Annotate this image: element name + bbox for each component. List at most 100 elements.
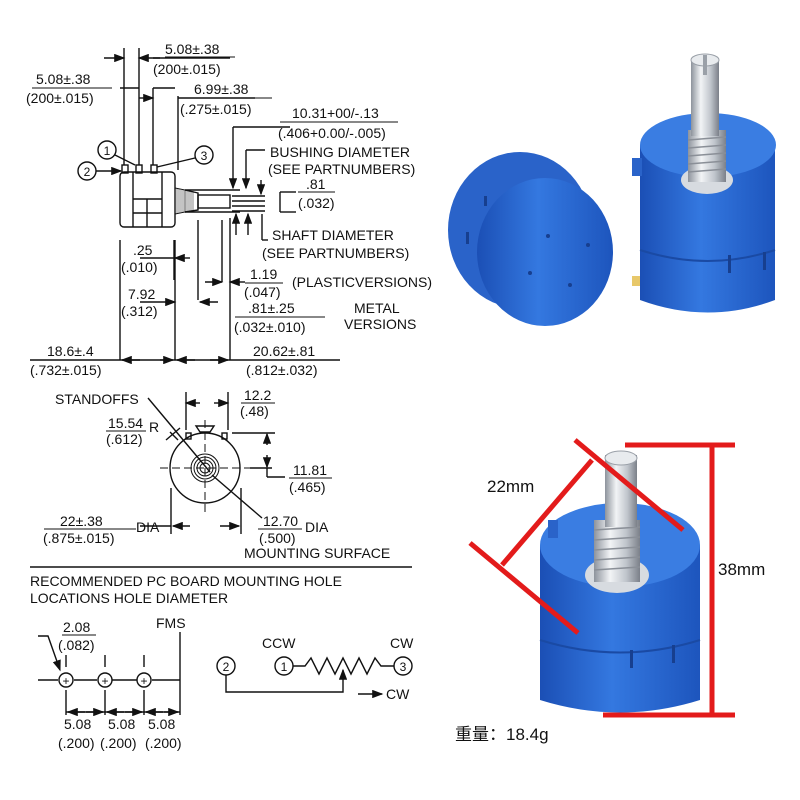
svg-text:(.275±.015): (.275±.015) [180,101,252,117]
svg-text:5.08±.38: 5.08±.38 [165,41,220,57]
svg-text:15.54: 15.54 [108,415,143,431]
svg-text:12.2: 12.2 [244,387,271,403]
svg-text:+: + [140,674,147,688]
svg-text:12.70: 12.70 [263,513,298,529]
svg-text:CW: CW [386,686,410,702]
width-marker-top [573,438,685,532]
dim-pin-spacing-a: 5.08±.38 (200±.015) [153,41,235,77]
svg-text:1: 1 [104,144,111,158]
svg-text:22±.38: 22±.38 [60,513,103,529]
svg-text:1.19: 1.19 [250,266,277,282]
svg-text:5.08: 5.08 [64,716,91,732]
svg-text:6.99±.38: 6.99±.38 [194,81,249,97]
svg-text:2.08: 2.08 [63,619,90,635]
svg-text:3: 3 [400,660,407,674]
width-marker-bottom [468,541,580,635]
wiring-schematic: CCW CW 2 1 3 CW [216,635,414,702]
dim-plastic: 1.19 (.047) (PLASTICVERSIONS) [244,266,432,300]
product-photo-dimensions: 22mm 38mm 重量：18.4g [455,438,765,744]
svg-text:(.48): (.48) [240,403,269,419]
svg-text:FMS: FMS [156,615,186,631]
svg-text:.81±.25: .81±.25 [248,300,295,316]
svg-text:(.047): (.047) [244,284,281,300]
product-photo-pair [448,53,776,326]
svg-text:(SEE PARTNUMBERS): (SEE PARTNUMBERS) [262,245,409,261]
svg-text:(.732±.015): (.732±.015) [30,362,102,378]
svg-text:(.312): (.312) [121,303,158,319]
svg-text:(.032): (.032) [298,195,335,211]
svg-text:18.6±.4: 18.6±.4 [47,343,94,359]
svg-text:DIA: DIA [136,519,160,535]
svg-text:(SEE PARTNUMBERS): (SEE PARTNUMBERS) [268,161,415,177]
svg-text:(.010): (.010) [121,259,158,275]
svg-text:.25: .25 [133,242,153,258]
bushing-diameter-label: BUSHING DIAMETER (SEE PARTNUMBERS) [268,144,415,177]
shaft-diameter-label: SHAFT DIAMETER (SEE PARTNUMBERS) [262,227,409,261]
svg-text:VERSIONS: VERSIONS [344,316,416,332]
mounting-surface-label: MOUNTING SURFACE [244,545,390,561]
spacing-dim-2: 5.08 (.200) [100,716,137,751]
svg-text:+: + [62,674,69,688]
standoffs-label: STANDOFFS [55,391,139,407]
svg-text:20.62±.81: 20.62±.81 [253,343,315,359]
svg-text:(.200): (.200) [145,735,182,751]
svg-text:(200±.015): (200±.015) [153,61,221,77]
svg-text:DIA: DIA [305,519,329,535]
dim-22-dia: 22±.38 (.875±.015) DIA [43,513,160,546]
svg-text:RECOMMENDED PC BOARD MOUNTING: RECOMMENDED PC BOARD MOUNTING HOLE [30,573,342,589]
svg-text:SHAFT DIAMETER: SHAFT DIAMETER [272,227,394,243]
svg-text:(.465): (.465) [289,479,326,495]
svg-text:(PLASTICVERSIONS): (PLASTICVERSIONS) [292,274,432,290]
svg-text:+: + [101,674,108,688]
svg-text:11.81: 11.81 [293,462,327,478]
svg-text:R: R [149,419,159,435]
dim-radius: 15.54 (.612) R [106,415,159,447]
dim-flat: .81 (.032) [298,176,335,211]
svg-text:(.875±.015): (.875±.015) [43,530,115,546]
svg-text:3: 3 [201,149,208,163]
spacing-dim-1: 5.08 (.200) [58,716,95,751]
spacing-dim-3: 5.08 (.200) [145,716,182,751]
dim-body: 18.6±.4 (.732±.015) [30,343,102,378]
svg-text:(.200): (.200) [58,735,95,751]
pin-label-3: 3 [156,145,214,168]
pin-label-2: 2 [77,161,123,181]
dim-pin-spacing-b: 5.08±.38 (200±.015) [26,71,112,106]
width-dimension-line [500,458,594,567]
dim-pin3-offset: 6.99±.38 (.275±.015) [180,81,272,117]
svg-text:(.812±.032): (.812±.032) [246,362,318,378]
weight-label: 重量：18.4g [455,725,549,744]
dim-metal: .81±.25 (.032±.010) METAL VERSIONS [234,300,416,335]
pin-label-1: 1 [97,140,136,166]
svg-text:.81: .81 [306,176,326,192]
svg-text:CCW: CCW [262,635,296,651]
dim-792: 7.92 (.312) [121,286,158,319]
svg-text:(.406+0.00/-.005): (.406+0.00/-.005) [278,125,386,141]
svg-text:5.08: 5.08 [148,716,175,732]
svg-text:BUSHING DIAMETER: BUSHING DIAMETER [270,144,410,160]
svg-text:2: 2 [223,660,230,674]
svg-text:(.200): (.200) [100,735,137,751]
svg-text:LOCATIONS HOLE DIAMETER: LOCATIONS HOLE DIAMETER [30,590,228,606]
side-view-drawing: 1 2 3 5.08±.38 (200±.015) 5.08±.38 (200±… [26,41,432,378]
svg-text:METAL: METAL [354,300,400,316]
dim-12-2: 12.2 (.48) [240,387,275,419]
svg-text:1: 1 [281,660,288,674]
svg-text:5.08±.38: 5.08±.38 [36,71,91,87]
height-label: 38mm [718,560,765,579]
svg-text:(.612): (.612) [106,431,143,447]
width-label: 22mm [487,477,534,496]
svg-text:2: 2 [84,165,91,179]
front-view-drawing: STANDOFFS 15.54 (.612) R 12.2 (.48) 11.8… [43,387,390,561]
dim-11-81: 11.81 (.465) [289,462,332,495]
svg-text:(.500): (.500) [259,530,296,546]
dim-bushing: 10.31+00/-.13 (.406+0.00/-.005) [278,105,398,141]
dim-025: .25 (.010) [121,242,158,275]
svg-text:5.08: 5.08 [108,716,135,732]
svg-text:7.92: 7.92 [128,286,155,302]
svg-text:(200±.015): (200±.015) [26,90,94,106]
pcb-hole-layout: RECOMMENDED PC BOARD MOUNTING HOLE LOCAT… [30,573,342,751]
svg-text:(.082): (.082) [58,637,95,653]
resistor-zigzag [293,656,394,676]
